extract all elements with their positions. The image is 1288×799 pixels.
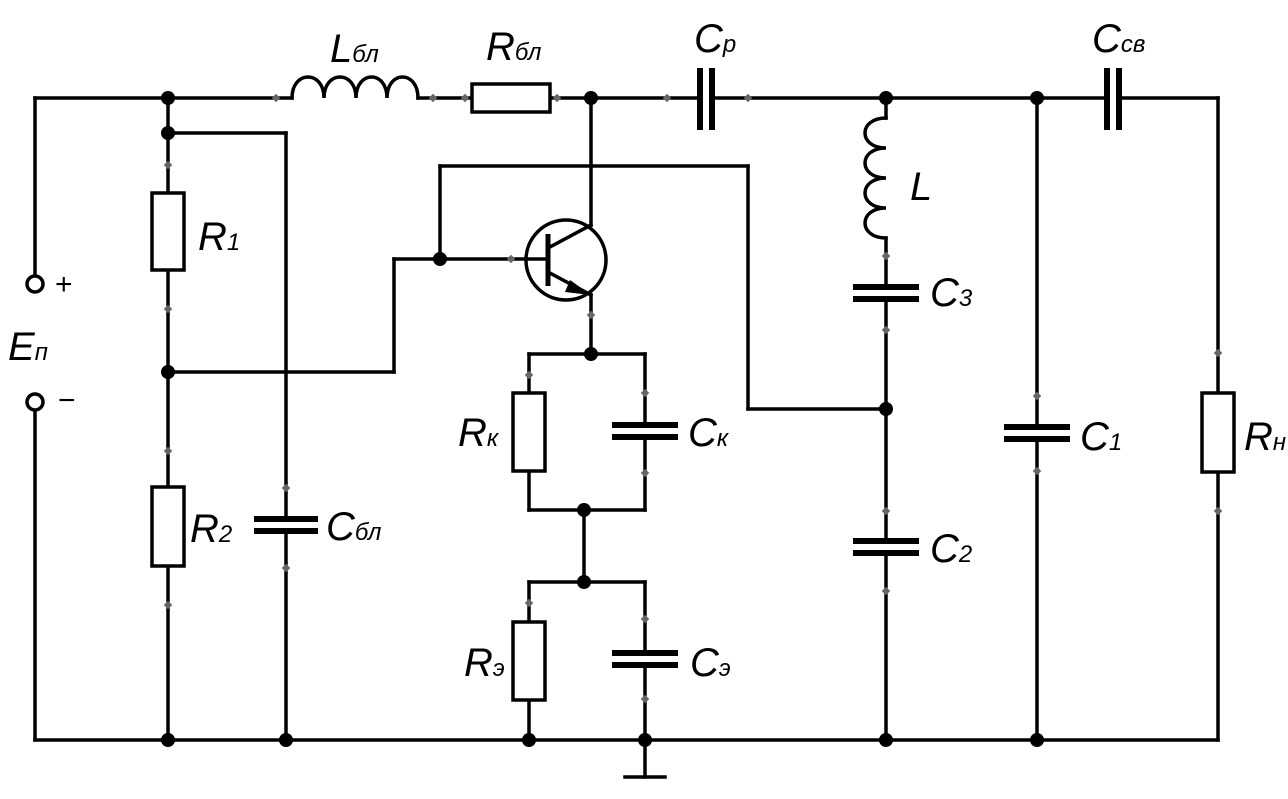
resistor-r-e	[511, 620, 547, 702]
emitter-arrow-icon	[565, 280, 591, 295]
connection-ticks	[163, 93, 1223, 704]
resistor-r-k	[511, 391, 547, 473]
minus-sign: −	[58, 384, 76, 417]
capacitor-c3	[853, 284, 919, 302]
label-l: L	[910, 165, 932, 209]
capacitor-c1	[1004, 424, 1070, 442]
component-labels: Lбл Rбл Cр Cсв R1 R2 Cбл L C3 C2 C1 Rн R…	[8, 17, 1286, 685]
capacitor-c2	[853, 538, 919, 556]
label-c-e: Cэ	[690, 641, 731, 685]
capacitor-c-sv	[1104, 68, 1122, 130]
label-r2: R2	[190, 507, 232, 551]
inductor-l-bl	[290, 75, 420, 100]
resistor-r2	[150, 485, 186, 568]
resistor-r-bl	[470, 82, 552, 114]
label-c3: C3	[930, 271, 973, 315]
label-c-r: Cр	[694, 17, 736, 61]
label-r-bl: Rбл	[486, 25, 542, 69]
label-c2: C2	[930, 527, 972, 571]
label-r-k: Rк	[458, 411, 500, 455]
terminal-minus	[25, 392, 45, 412]
resistor-r-n	[1200, 391, 1236, 474]
label-c1: C1	[1080, 415, 1122, 459]
label-c-k: Cк	[688, 411, 730, 455]
label-r-e: Rэ	[464, 641, 505, 685]
resistor-r1	[150, 191, 186, 272]
plus-sign: +	[55, 268, 73, 301]
capacitor-c-r	[697, 68, 715, 130]
capacitor-c-k	[612, 422, 678, 440]
label-r1: R1	[198, 215, 240, 259]
label-c-sv: Cсв	[1092, 17, 1145, 61]
terminal-plus	[25, 274, 45, 294]
capacitor-c-bl	[254, 516, 318, 534]
label-c-bl: Cбл	[326, 505, 382, 549]
transistor	[524, 218, 608, 302]
label-r-n: Rн	[1244, 415, 1286, 459]
junction-nodes	[161, 91, 1044, 747]
label-e-p: Eп	[8, 325, 48, 369]
inductor-l	[863, 116, 888, 240]
wires	[33, 96, 1220, 779]
label-l-bl: Lбл	[330, 27, 379, 71]
capacitor-c-e	[612, 650, 678, 668]
